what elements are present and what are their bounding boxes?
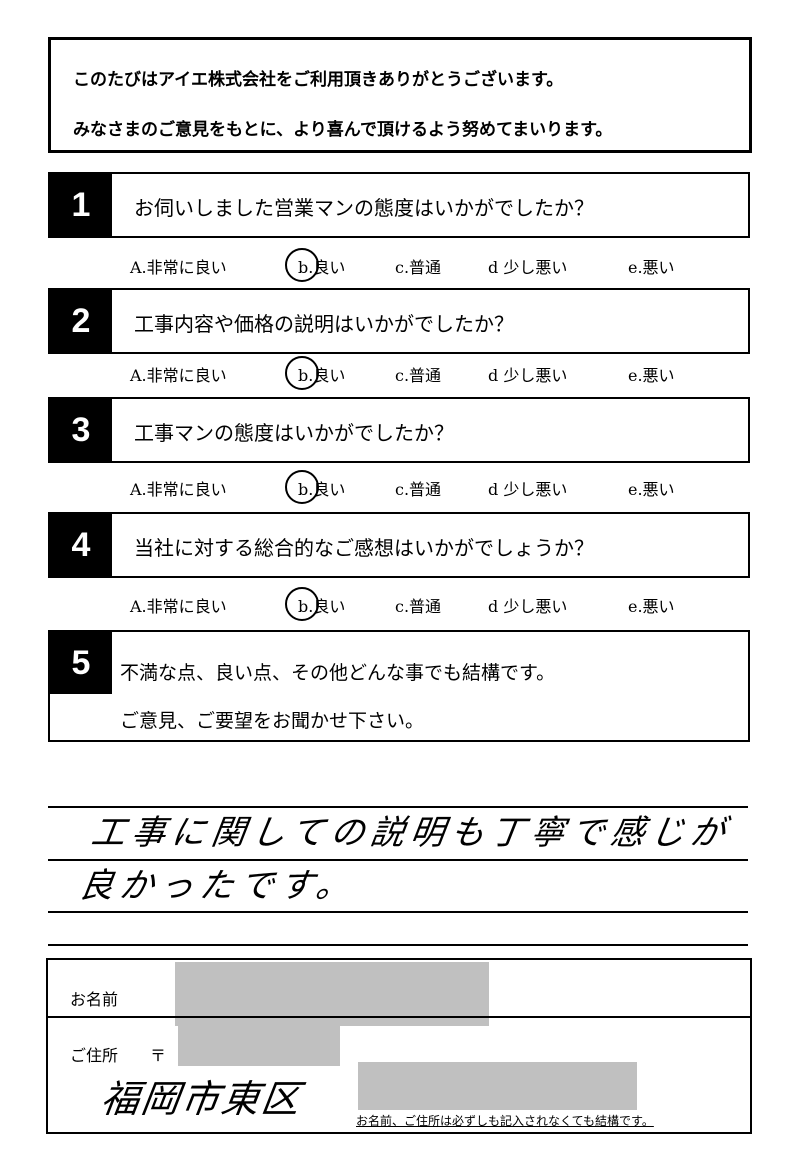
- option-d[interactable]: d 少し悪い: [488, 366, 568, 385]
- option-e[interactable]: e.悪い: [628, 366, 675, 385]
- greeting-line-1: このたびはアイエ株式会社をご利用頂きありがとうございます。: [73, 70, 564, 90]
- handwritten-comment-line-2: 良かったです。: [76, 866, 359, 906]
- question-text: 当社に対する総合的なご感想はいかがでしょうか？: [134, 536, 594, 560]
- option-d[interactable]: d 少し悪い: [488, 597, 568, 616]
- question-1-box: 1 お伺いしました営業マンの態度はいかがでしたか？: [48, 172, 750, 238]
- question-3-box: 3 工事マンの態度はいかがでしたか？: [48, 397, 750, 463]
- question-2-box: 2 工事内容や価格の説明はいかがでしたか？: [48, 288, 750, 354]
- greeting-box: このたびはアイエ株式会社をご利用頂きありがとうございます。 みなさまのご意見をも…: [48, 37, 752, 153]
- question-number: 3: [50, 399, 112, 461]
- option-c[interactable]: c.普通: [395, 258, 442, 277]
- option-a[interactable]: A.非常に良い: [130, 480, 227, 499]
- question-5-box: 5 不満な点、良い点、その他どんな事でも結構です。 ご意見、ご要望をお聞かせ下さ…: [48, 630, 750, 742]
- divider: [48, 1016, 750, 1018]
- option-e[interactable]: e.悪い: [628, 480, 675, 499]
- handwritten-comment-line-1: 工事に関しての説明も丁寧で感じが: [88, 813, 734, 853]
- selected-answer-circle: [285, 470, 319, 504]
- question-number: 4: [50, 514, 112, 576]
- question-5-line-2: ご意見、ご要望をお聞かせ下さい。: [120, 710, 425, 732]
- question-5-line-1: 不満な点、良い点、その他どんな事でも結構です。: [120, 662, 556, 684]
- greeting-line-2: みなさまのご意見をもとに、より喜んで頂けるよう努めてまいります。: [73, 120, 613, 140]
- option-c[interactable]: c.普通: [395, 480, 442, 499]
- option-a[interactable]: A.非常に良い: [130, 597, 227, 616]
- comment-rule: [48, 911, 748, 913]
- optional-note: お名前、ご住所は必ずしも記入されなくても結構です。: [356, 1114, 654, 1128]
- question-text: お伺いしました営業マンの態度はいかがでしたか？: [134, 196, 594, 220]
- option-d[interactable]: d 少し悪い: [488, 480, 568, 499]
- option-e[interactable]: e.悪い: [628, 258, 675, 277]
- redacted-postal-code: [178, 1026, 340, 1066]
- selected-answer-circle: [285, 248, 319, 282]
- option-c[interactable]: c.普通: [395, 366, 442, 385]
- postal-mark: 〒: [150, 1046, 167, 1065]
- option-e[interactable]: e.悪い: [628, 597, 675, 616]
- comment-rule: [48, 944, 748, 946]
- question-text: 工事内容や価格の説明はいかがでしたか？: [134, 312, 514, 336]
- question-number: 2: [50, 290, 112, 352]
- option-a[interactable]: A.非常に良い: [130, 366, 227, 385]
- selected-answer-circle: [285, 587, 319, 621]
- contact-box: お名前 ご住所 〒 福岡市東区 お名前、ご住所は必ずしも記入されなくても結構です…: [46, 958, 752, 1134]
- option-d[interactable]: d 少し悪い: [488, 258, 568, 277]
- comment-rule: [48, 859, 748, 861]
- question-4-box: 4 当社に対する総合的なご感想はいかがでしょうか？: [48, 512, 750, 578]
- option-c[interactable]: c.普通: [395, 597, 442, 616]
- question-number: 5: [50, 632, 112, 694]
- address-label: ご住所: [70, 1046, 119, 1065]
- name-label: お名前: [70, 990, 119, 1009]
- comment-rule: [48, 806, 748, 808]
- redacted-address: [358, 1062, 637, 1110]
- option-a[interactable]: A.非常に良い: [130, 258, 227, 277]
- question-number: 1: [50, 174, 112, 236]
- selected-answer-circle: [285, 356, 319, 390]
- question-text: 工事マンの態度はいかがでしたか？: [134, 421, 454, 445]
- handwritten-address: 福岡市東区: [98, 1077, 305, 1121]
- redacted-name: [175, 962, 489, 1026]
